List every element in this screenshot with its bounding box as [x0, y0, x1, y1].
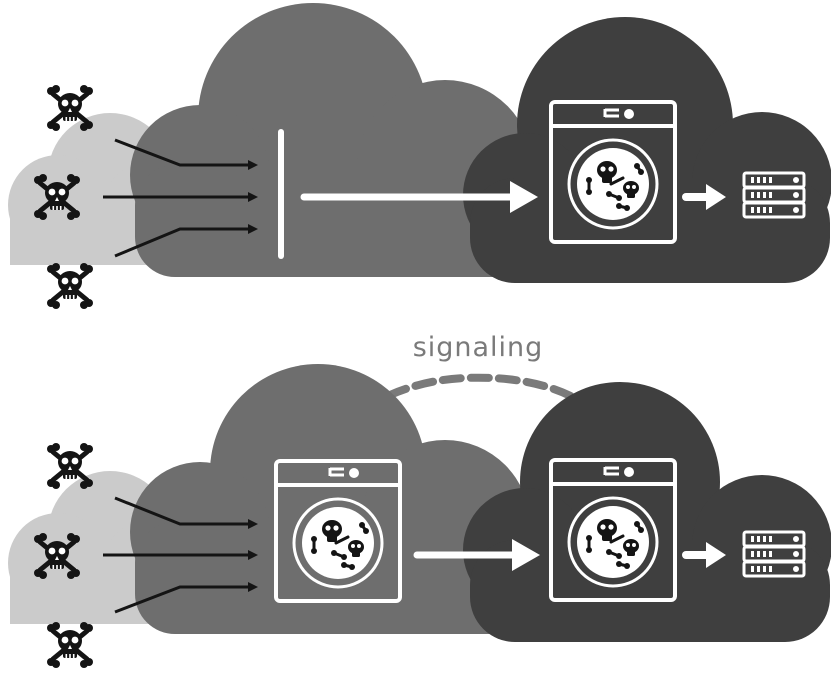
bottom-scenario	[8, 364, 831, 668]
skull-crossbones-icon	[47, 443, 93, 489]
skull-crossbones-icon	[47, 622, 93, 668]
clean-traffic-arrow-top	[682, 184, 726, 210]
signaling-label: signaling	[413, 332, 544, 363]
attack-arrows-bottom	[103, 496, 258, 614]
top-scenario	[8, 3, 831, 309]
redirect-arrow-bottom	[413, 539, 540, 571]
attack-arrows-top	[103, 138, 258, 258]
skull-crossbones-icon	[47, 263, 93, 309]
clean-traffic-arrow-bottom	[682, 542, 726, 568]
skull-crossbones-icon	[47, 85, 93, 131]
redirect-arrow-top	[300, 181, 538, 213]
